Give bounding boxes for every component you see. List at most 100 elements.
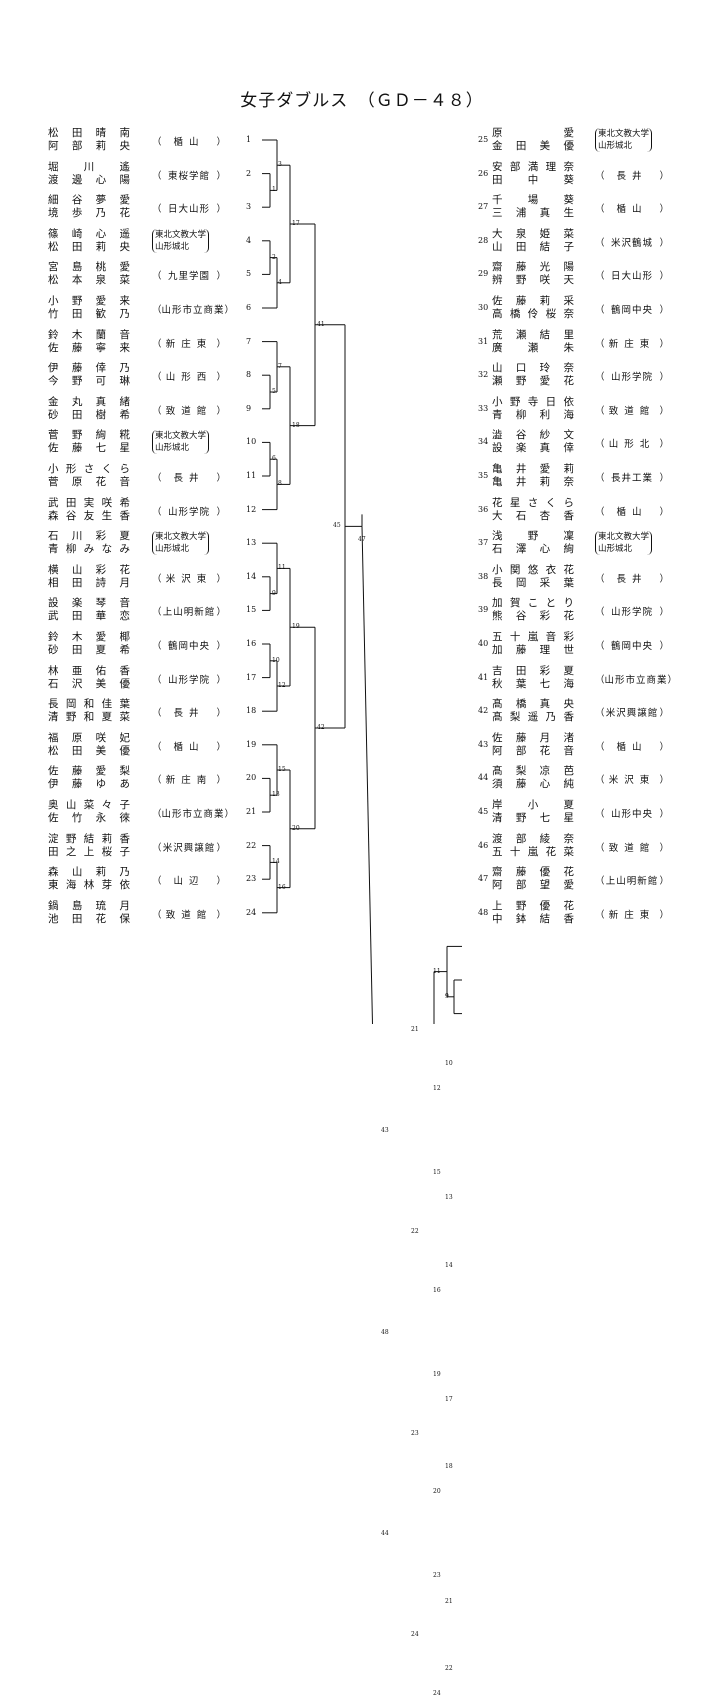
entry-number: 28 bbox=[478, 235, 489, 245]
school-name: 山形学院 bbox=[167, 674, 210, 686]
school-label-line: 山形城北 bbox=[155, 544, 190, 555]
school-label: （米沢鶴城） bbox=[595, 235, 669, 249]
player-name: 須藤心純 bbox=[492, 778, 574, 791]
school-label: （致道館） bbox=[152, 907, 226, 921]
player-name: 荒瀬結里 bbox=[492, 328, 574, 341]
school-name: 楯山 bbox=[616, 506, 648, 518]
entry-number: 4 bbox=[246, 235, 252, 245]
player-name: 林亜佑香 bbox=[48, 664, 130, 677]
school-name: 山辺 bbox=[173, 876, 205, 888]
school-label-line: 東北文教大学 bbox=[598, 129, 650, 139]
player-name: 福原咲妃 bbox=[48, 731, 130, 744]
school-label: （新庄南） bbox=[152, 772, 226, 786]
player-name: 武田実咲希 bbox=[48, 496, 130, 509]
player-name: 渡部綾奈 bbox=[492, 832, 574, 845]
school-label: （楯山） bbox=[152, 739, 226, 753]
entry-number: 3 bbox=[246, 202, 252, 212]
entry-number: 48 bbox=[478, 907, 489, 917]
school-name: 楯山 bbox=[173, 741, 205, 753]
entry-number: 35 bbox=[478, 471, 489, 480]
player-name: 亀井莉奈 bbox=[492, 476, 574, 488]
player-name: 高橋伶桜奈 bbox=[492, 308, 574, 320]
school-name: 楯山 bbox=[616, 204, 648, 216]
match-number: 43 bbox=[381, 1127, 389, 1135]
school-name: 致道館 bbox=[165, 405, 213, 417]
match-number: 6 bbox=[272, 455, 276, 463]
school-label: （山形市立商業） bbox=[152, 302, 234, 316]
school-label: （長井） bbox=[595, 571, 669, 585]
player-name: 阿部花音 bbox=[492, 744, 574, 757]
school-label: （日大山形） bbox=[152, 201, 226, 215]
entry-number: 24 bbox=[246, 907, 257, 917]
player-name: 花星さくら bbox=[492, 496, 574, 509]
entry-number: 44 bbox=[478, 773, 489, 783]
player-name: 五十嵐音彩 bbox=[492, 631, 574, 643]
entry-number: 14 bbox=[246, 571, 257, 581]
match-number: 47 bbox=[358, 536, 366, 544]
entry-number: 34 bbox=[478, 437, 489, 447]
player-name: 佐竹永徠 bbox=[48, 812, 130, 824]
match-number: 10 bbox=[272, 656, 280, 664]
match-number: 24 bbox=[411, 1631, 419, 1639]
school-name: 長井 bbox=[173, 708, 205, 720]
entry-number: 11 bbox=[246, 471, 257, 480]
player-name: 鈴木蘭音 bbox=[48, 328, 130, 341]
school-label: （上山明新館） bbox=[595, 873, 669, 887]
player-name: 大石杏香 bbox=[492, 509, 574, 522]
player-name: 加藤理世 bbox=[492, 644, 574, 656]
match-number: 19 bbox=[433, 1370, 441, 1378]
entry-number: 29 bbox=[478, 269, 489, 279]
match-number: 48 bbox=[381, 1328, 389, 1336]
match-number: 20 bbox=[433, 1488, 441, 1496]
match-number: 19 bbox=[292, 623, 300, 631]
match-number: 44 bbox=[381, 1530, 389, 1538]
player-name: 千場葵 bbox=[492, 194, 574, 207]
player-name: 吉田彩夏 bbox=[492, 664, 574, 677]
school-name: 山形市立商業 bbox=[161, 809, 225, 820]
player-name: 齋藤光陽 bbox=[492, 261, 574, 274]
school-label: （米沢東） bbox=[152, 571, 226, 585]
school-label: （山形市立商業） bbox=[152, 806, 234, 820]
school-label: （楯山） bbox=[152, 134, 226, 148]
school-label: （鶴岡中央） bbox=[595, 638, 669, 652]
entry-number: 38 bbox=[478, 571, 489, 581]
school-label-line: 東北文教大学 bbox=[598, 532, 650, 543]
match-number: 13 bbox=[445, 1194, 453, 1202]
player-name: 小形さくら bbox=[48, 463, 130, 475]
match-number: 5 bbox=[272, 388, 276, 395]
school-name: 鶴岡中央 bbox=[167, 641, 210, 652]
entry-number: 5 bbox=[246, 269, 252, 279]
entry-number: 39 bbox=[478, 605, 489, 615]
school-name: 新庄東 bbox=[608, 338, 656, 350]
match-number: 12 bbox=[278, 682, 286, 689]
match-number: 14 bbox=[272, 858, 280, 866]
player-name: 小野愛来 bbox=[48, 295, 130, 307]
school-label: （東桜学館） bbox=[152, 168, 226, 182]
player-name: 砂田樹希 bbox=[48, 408, 130, 421]
school-label: （九里学園） bbox=[152, 268, 226, 282]
player-name: 浅野凜 bbox=[492, 530, 574, 543]
school-name: 米沢興譲館 bbox=[605, 708, 659, 720]
player-name: 澁谷紗文 bbox=[492, 429, 574, 442]
match-number: 41 bbox=[317, 320, 325, 328]
school-name: 山形中央 bbox=[610, 809, 653, 820]
entry-number: 26 bbox=[478, 168, 489, 178]
player-name: 武田華恋 bbox=[48, 610, 130, 623]
school-name: 山形北 bbox=[608, 439, 656, 451]
school-name: 米沢鶴城 bbox=[610, 237, 653, 249]
player-name: 細谷夢愛 bbox=[48, 194, 130, 207]
match-number: 23 bbox=[433, 1572, 441, 1580]
entry-number: 32 bbox=[478, 370, 489, 380]
player-name: 髙梨遥乃香 bbox=[492, 711, 574, 724]
entry-number: 1 bbox=[246, 135, 252, 144]
school-name: 山形学院 bbox=[610, 372, 653, 384]
player-name: 松田莉央 bbox=[48, 240, 130, 253]
school-name: 楯山 bbox=[173, 137, 205, 148]
school-label: （山形北） bbox=[595, 436, 669, 450]
entry-number: 31 bbox=[478, 336, 489, 346]
player-name: 小関悠衣花 bbox=[492, 563, 574, 576]
player-name: 原愛 bbox=[492, 127, 574, 139]
match-number: 22 bbox=[445, 1664, 453, 1672]
entry-number: 9 bbox=[246, 403, 252, 413]
tournament-bracket bbox=[262, 139, 462, 1024]
